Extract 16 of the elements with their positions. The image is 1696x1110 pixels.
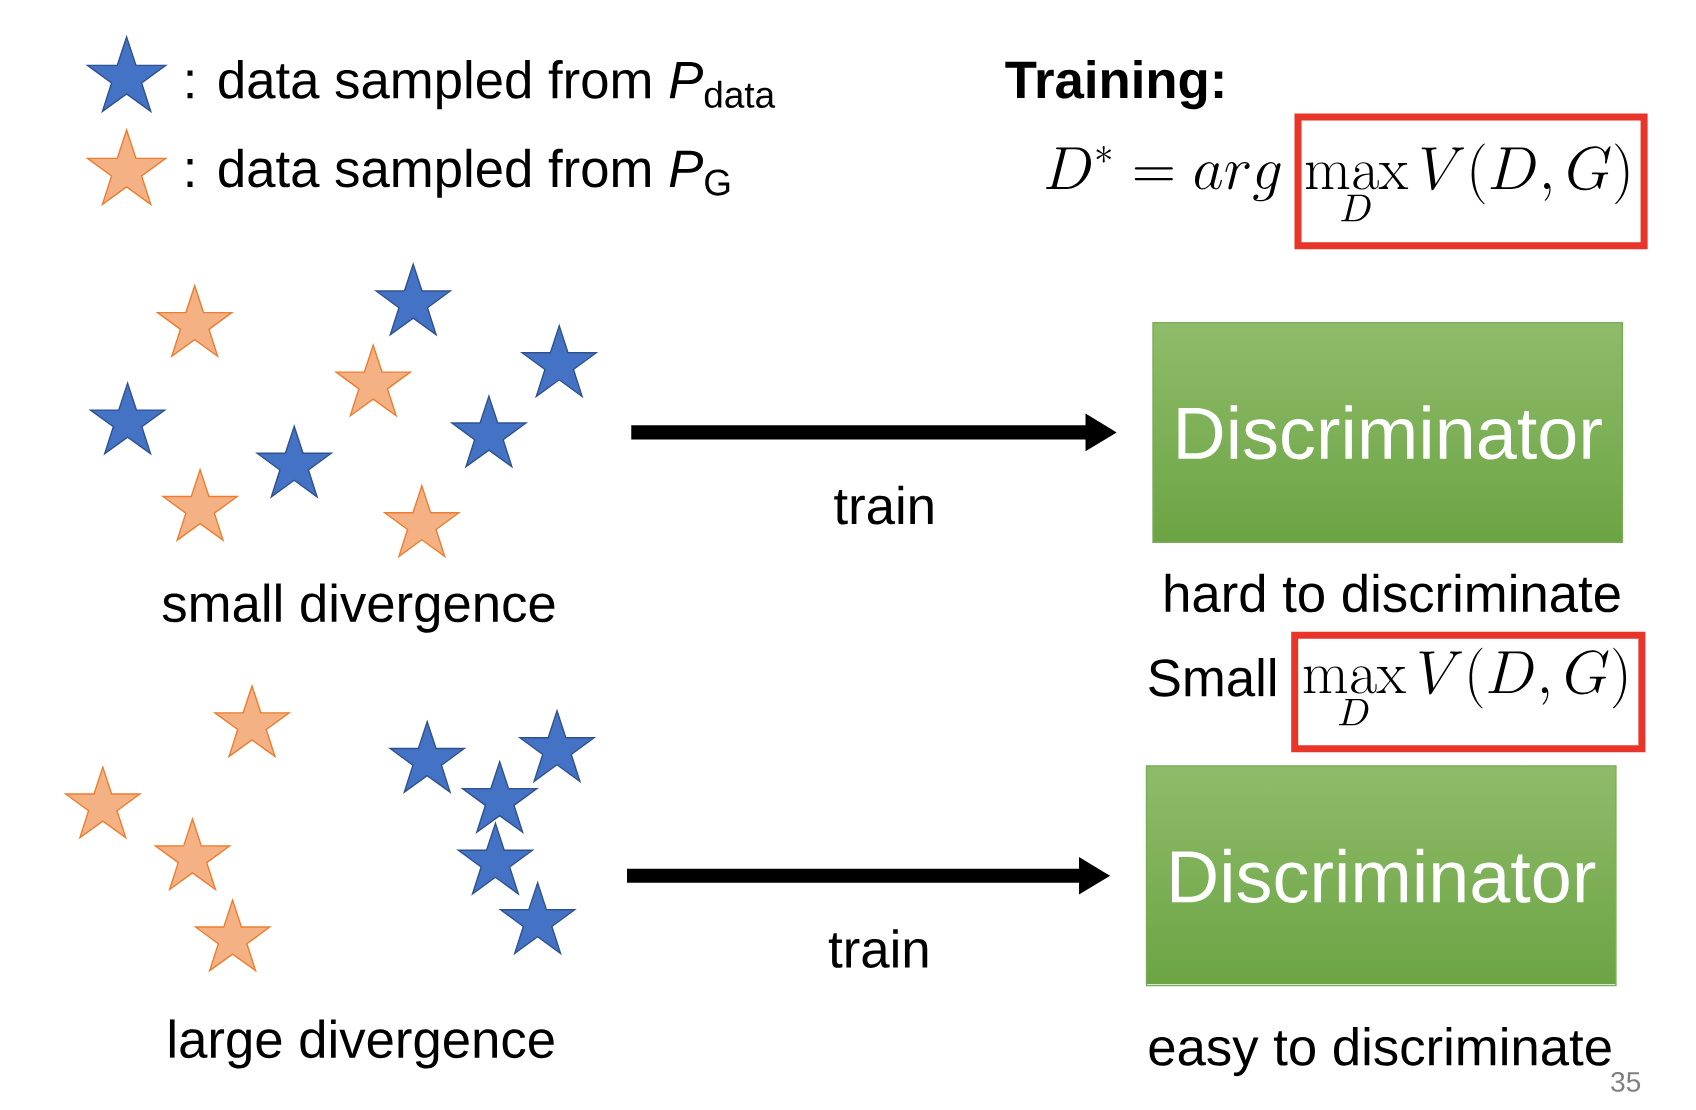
edge-label: train: [834, 485, 933, 525]
node-label: hard to discriminate: [1165, 573, 1620, 613]
process-box: Discriminator: [1152, 321, 1624, 543]
label: Small: [1149, 657, 1275, 697]
legend-text: : data sampled from P$_{data}$: [187, 60, 776, 110]
edge-label: train: [828, 929, 928, 968]
node-label: large divergence: [169, 1019, 554, 1069]
legend-text: : data sampled from P$_{G}$: [187, 148, 730, 198]
highlight-box: $\max_{D} V(D,G)$: [1291, 631, 1646, 753]
node-label: easy to discriminate: [1149, 1027, 1611, 1077]
highlight-box: $\max_{D} V(D,G)$: [1294, 113, 1648, 250]
formula: $D^{*} = arg$: [1045, 145, 1281, 202]
process-box: Discriminator: [1145, 765, 1617, 987]
node-label: small divergence: [162, 583, 555, 633]
page-number: 35: [1611, 1071, 1641, 1092]
heading: Training:: [1005, 59, 1223, 110]
